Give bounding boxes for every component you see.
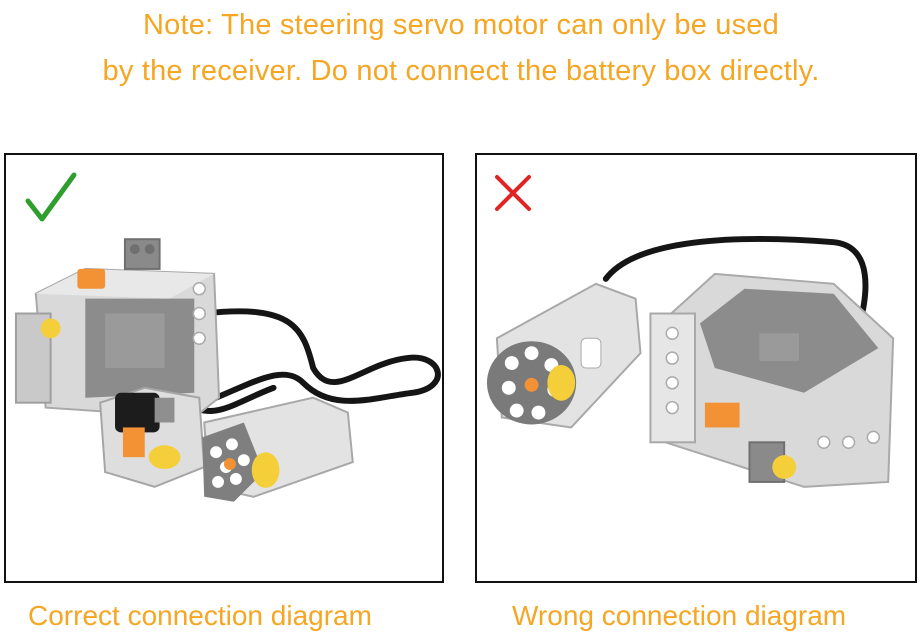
servo-motor <box>202 396 354 502</box>
note-line-1: Note: The steering servo motor can only … <box>143 9 779 41</box>
note-line-2: by the receiver. Do not connect the batt… <box>102 55 820 87</box>
wrong-connection-photo <box>486 236 895 488</box>
cross-icon <box>495 175 531 211</box>
servo-motor <box>486 282 642 429</box>
warning-note: Note: The steering servo motor can only … <box>0 2 922 94</box>
checkmark-icon <box>25 172 77 222</box>
correct-connection-photo <box>14 238 441 502</box>
battery-box <box>649 272 895 488</box>
battery-box <box>14 238 221 419</box>
wrong-connection-panel <box>475 153 917 583</box>
correct-connection-panel <box>4 153 444 583</box>
receiver <box>99 386 206 488</box>
wrong-connection-caption: Wrong connection diagram <box>512 600 847 631</box>
correct-connection-caption: Correct connection diagram <box>28 600 372 631</box>
